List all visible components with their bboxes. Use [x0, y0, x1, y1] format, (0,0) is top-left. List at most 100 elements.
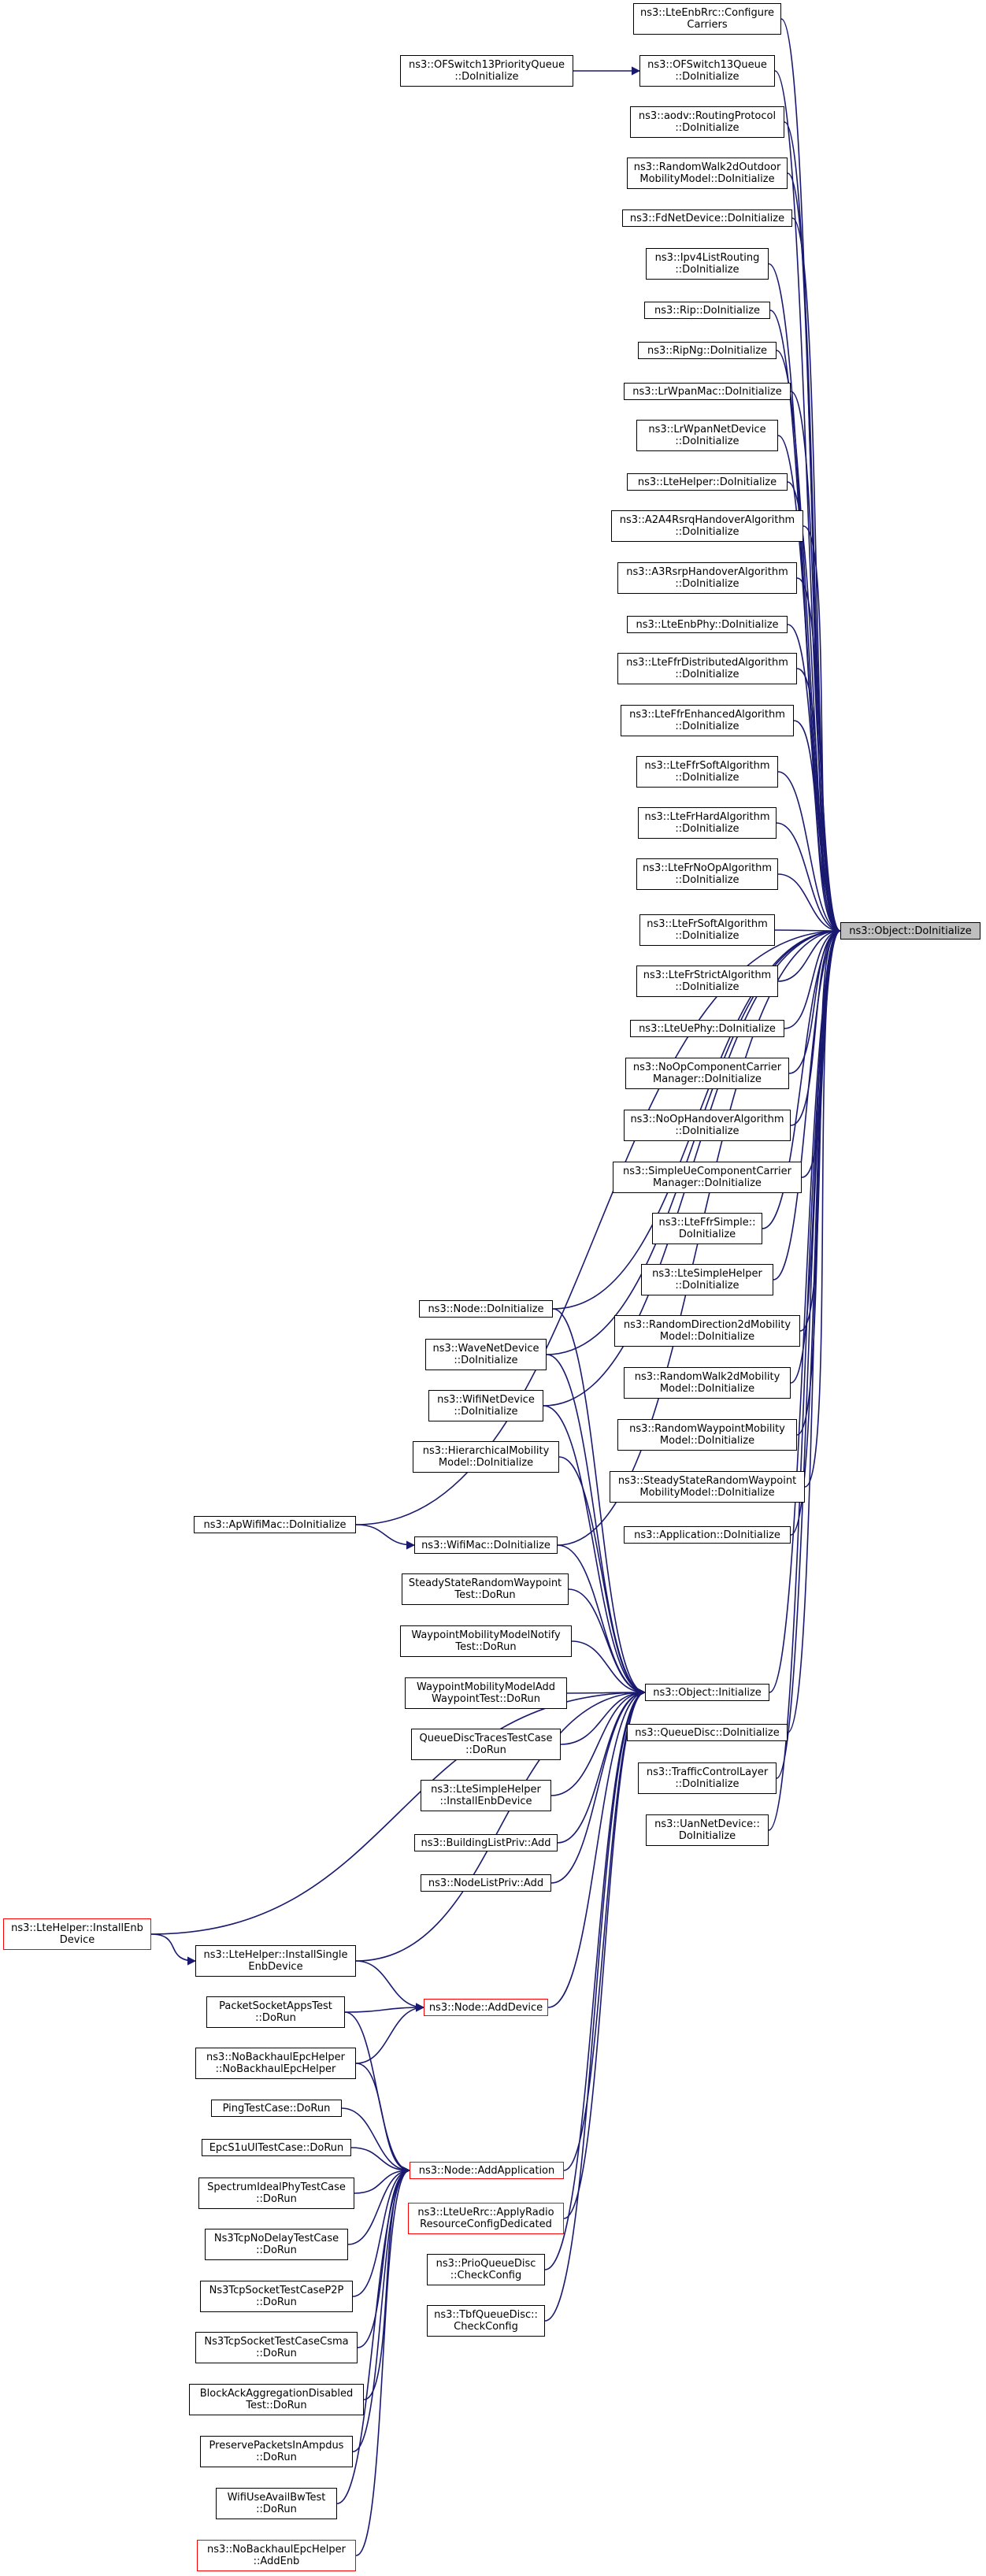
ltefrstrict-doinitialize-node[interactable]: ns3::LteFrStrictAlgorithm::DoInitialize: [636, 966, 778, 997]
rip-doinitialize-node[interactable]: ns3::Rip::DoInitialize: [644, 302, 770, 319]
tbfqueuedisc-checkconfig-node[interactable]: ns3::TbfQueueDisc::CheckConfig: [427, 2305, 545, 2337]
ripng-doinitialize-node[interactable]: ns3::RipNg::DoInitialize: [638, 342, 777, 359]
call-edge: [344, 2003, 425, 2013]
ltesimplehelper-doinitialize-node[interactable]: ns3::LteSimpleHelper::DoInitialize: [641, 1264, 773, 1295]
ltefrhard-doinitialize-node[interactable]: ns3::LteFrHardAlgorithm::DoInitialize: [638, 807, 777, 839]
ltesimplehelper-installenbdevice-node[interactable]: ns3::LteSimpleHelper::InstallEnbDevice: [421, 1780, 551, 1811]
call-edge: [571, 1640, 647, 1697]
call-edge: [354, 2166, 411, 2194]
aodv-routingprotocol-doinitialize-node[interactable]: ns3::aodv::RoutingProtocol::DoInitialize: [630, 106, 784, 138]
preservepacketsinampdus-dorun-node[interactable]: PreservePacketsInAmpdus::DoRun: [200, 2436, 353, 2467]
call-edge: [790, 926, 842, 1126]
noophandover-doinitialize-node[interactable]: ns3::NoOpHandoverAlgorithm::DoInitialize: [624, 1110, 791, 1141]
fdnetdevice-doinitialize-node[interactable]: ns3::FdNetDevice::DoInitialize: [622, 209, 792, 227]
spectrumidealphytestcase-dorun-node[interactable]: SpectrumIdealPhyTestCase::DoRun: [198, 2178, 354, 2209]
node-doinitialize-node[interactable]: ns3::Node::DoInitialize: [419, 1300, 553, 1318]
lteffrsoft-doinitialize-node[interactable]: ns3::LteFfrSoftAlgorithm::DoInitialize: [636, 756, 778, 788]
ofswitch13queue-doinitialize-node[interactable]: ns3::OFSwitch13Queue::DoInitialize: [639, 55, 775, 87]
node-addapplication-node[interactable]: ns3::Node::AddApplication: [410, 2162, 564, 2179]
wifinetdevice-doinitialize-node[interactable]: ns3::WifiNetDevice::DoInitialize: [428, 1390, 543, 1421]
packetsocketappstest-dorun-node[interactable]: PacketSocketAppsTest::DoRun: [206, 1996, 345, 2028]
call-edge: [347, 2166, 411, 2245]
nobackhaulepchelper-constructor-node[interactable]: ns3::NoBackhaulEpcHelper::NoBackhaulEpcH…: [195, 2048, 356, 2079]
lteffrenhanced-doinitialize-node[interactable]: ns3::LteFfrEnhancedAlgorithm::DoInitiali…: [621, 705, 794, 736]
call-edge: [546, 926, 842, 1355]
trafficcontrollayer-doinitialize-node[interactable]: ns3::TrafficControlLayer::DoInitialize: [638, 1762, 777, 1794]
pingtestcase-dorun-node[interactable]: PingTestCase::DoRun: [211, 2100, 342, 2117]
wifiuseavailbwtest-dorun-node[interactable]: WifiUseAvailBwTest::DoRun: [216, 2488, 337, 2519]
lteuephy-doinitialize-node[interactable]: ns3::LteUePhy::DoInitialize: [630, 1020, 784, 1037]
wifimac-doinitialize-node[interactable]: ns3::WifiMac::DoInitialize: [414, 1536, 558, 1554]
nobackhaulepchelper-addenb-node[interactable]: ns3::NoBackhaulEpcHelper::AddEnb: [197, 2540, 356, 2571]
call-edge: [796, 577, 842, 936]
call-edge: [762, 926, 842, 1229]
object-initialize-node[interactable]: ns3::Object::Initialize: [645, 1684, 769, 1701]
ofswitch13priorityqueue-doinitialize-node[interactable]: ns3::OFSwitch13PriorityQueue::DoInitiali…: [400, 55, 573, 87]
call-edge: [777, 771, 842, 936]
ns3tcpsockettestcasecsma-dorun-node[interactable]: Ns3TcpSocketTestCaseCsma::DoRun: [195, 2332, 358, 2363]
application-doinitialize-node[interactable]: ns3::Application::DoInitialize: [624, 1526, 791, 1544]
lteffrdistributed-doinitialize-node[interactable]: ns3::LteFfrDistributedAlgorithm::DoIniti…: [617, 653, 797, 684]
lrwpannetdevice-doinitialize-node[interactable]: ns3::LrWpanNetDevice::DoInitialize: [636, 420, 778, 451]
ltefrnoop-doinitialize-node[interactable]: ns3::LteFrNoOpAlgorithm::DoInitialize: [636, 858, 778, 890]
call-edge: [355, 1960, 425, 2012]
a2a4rsrq-handover-doinitialize-node[interactable]: ns3::A2A4RsrqHandoverAlgorithm::DoInitia…: [611, 510, 803, 542]
call-edge: [550, 1688, 647, 1796]
call-edge: [355, 1524, 416, 1550]
call-edge: [784, 926, 842, 1029]
ipv4listrouting-doinitialize-node[interactable]: ns3::Ipv4ListRouting::DoInitialize: [646, 248, 769, 280]
ltehelper-doinitialize-node[interactable]: ns3::LteHelper::DoInitialize: [627, 473, 788, 491]
call-edge: [793, 720, 842, 936]
lteenbphy-doinitialize-node[interactable]: ns3::LteEnbPhy::DoInitialize: [627, 616, 788, 633]
call-edge: [352, 2166, 411, 2452]
call-edge: [776, 822, 842, 936]
node-adddevice-node[interactable]: ns3::Node::AddDevice: [424, 1999, 548, 2016]
uannetdevice-doinitialize-node[interactable]: ns3::UanNetDevice::DoInitialize: [646, 1814, 769, 1846]
epcs1uultestcase-dorun-node[interactable]: EpcS1uUlTestCase::DoRun: [202, 2139, 351, 2156]
ns3tcpsockettestcasep2p-dorun-node[interactable]: Ns3TcpSocketTestCaseP2P::DoRun: [200, 2281, 353, 2312]
buildinglistpriv-add-node[interactable]: ns3::BuildingListPriv::Add: [414, 1834, 558, 1851]
object-doinitialize-node[interactable]: ns3::Object::DoInitialize: [840, 922, 980, 940]
queuedisc-doinitialize-node[interactable]: ns3::QueueDisc::DoInitialize: [627, 1724, 788, 1741]
call-edge: [552, 1308, 647, 1697]
call-edge: [768, 926, 842, 1831]
call-edge: [790, 926, 842, 1384]
ns3tcpnodelaytestcase-dorun-node[interactable]: Ns3TcpNoDelayTestCase::DoRun: [205, 2229, 348, 2260]
call-edge: [544, 1688, 647, 2322]
call-edge: [550, 1688, 647, 1884]
call-edge: [788, 926, 842, 1074]
apwifimac-doinitialize-node[interactable]: ns3::ApWifiMac::DoInitialize: [194, 1516, 356, 1533]
call-edge: [344, 2011, 411, 2175]
call-edge: [547, 1688, 647, 2008]
lteffrsimple-doinitialize-node[interactable]: ns3::LteFfrSimple::DoInitialize: [652, 1213, 762, 1244]
ltefrsoft-doinitialize-node[interactable]: ns3::LteFrSoftAlgorithm::DoInitialize: [639, 914, 775, 946]
prioqueuedisc-checkconfig-node[interactable]: ns3::PrioQueueDisc::CheckConfig: [427, 2254, 545, 2285]
wavenetdevice-doinitialize-node[interactable]: ns3::WaveNetDevice::DoInitialize: [425, 1339, 547, 1370]
call-edge: [560, 1688, 647, 1745]
queuedisctraces-testcase-dorun-node[interactable]: QueueDiscTracesTestCase::DoRun: [411, 1729, 561, 1760]
call-edge: [355, 1688, 647, 1962]
call-edge: [568, 1588, 647, 1697]
nodelistpriv-add-node[interactable]: ns3::NodeListPriv::Add: [421, 1874, 551, 1892]
call-edge: [352, 2166, 411, 2297]
a3rsrp-handover-doinitialize-node[interactable]: ns3::A3RsrpHandoverAlgorithm::DoInitiali…: [617, 562, 797, 594]
lrwpanmac-doinitialize-node[interactable]: ns3::LrWpanMac::DoInitialize: [624, 383, 791, 400]
call-edge: [558, 1456, 647, 1697]
